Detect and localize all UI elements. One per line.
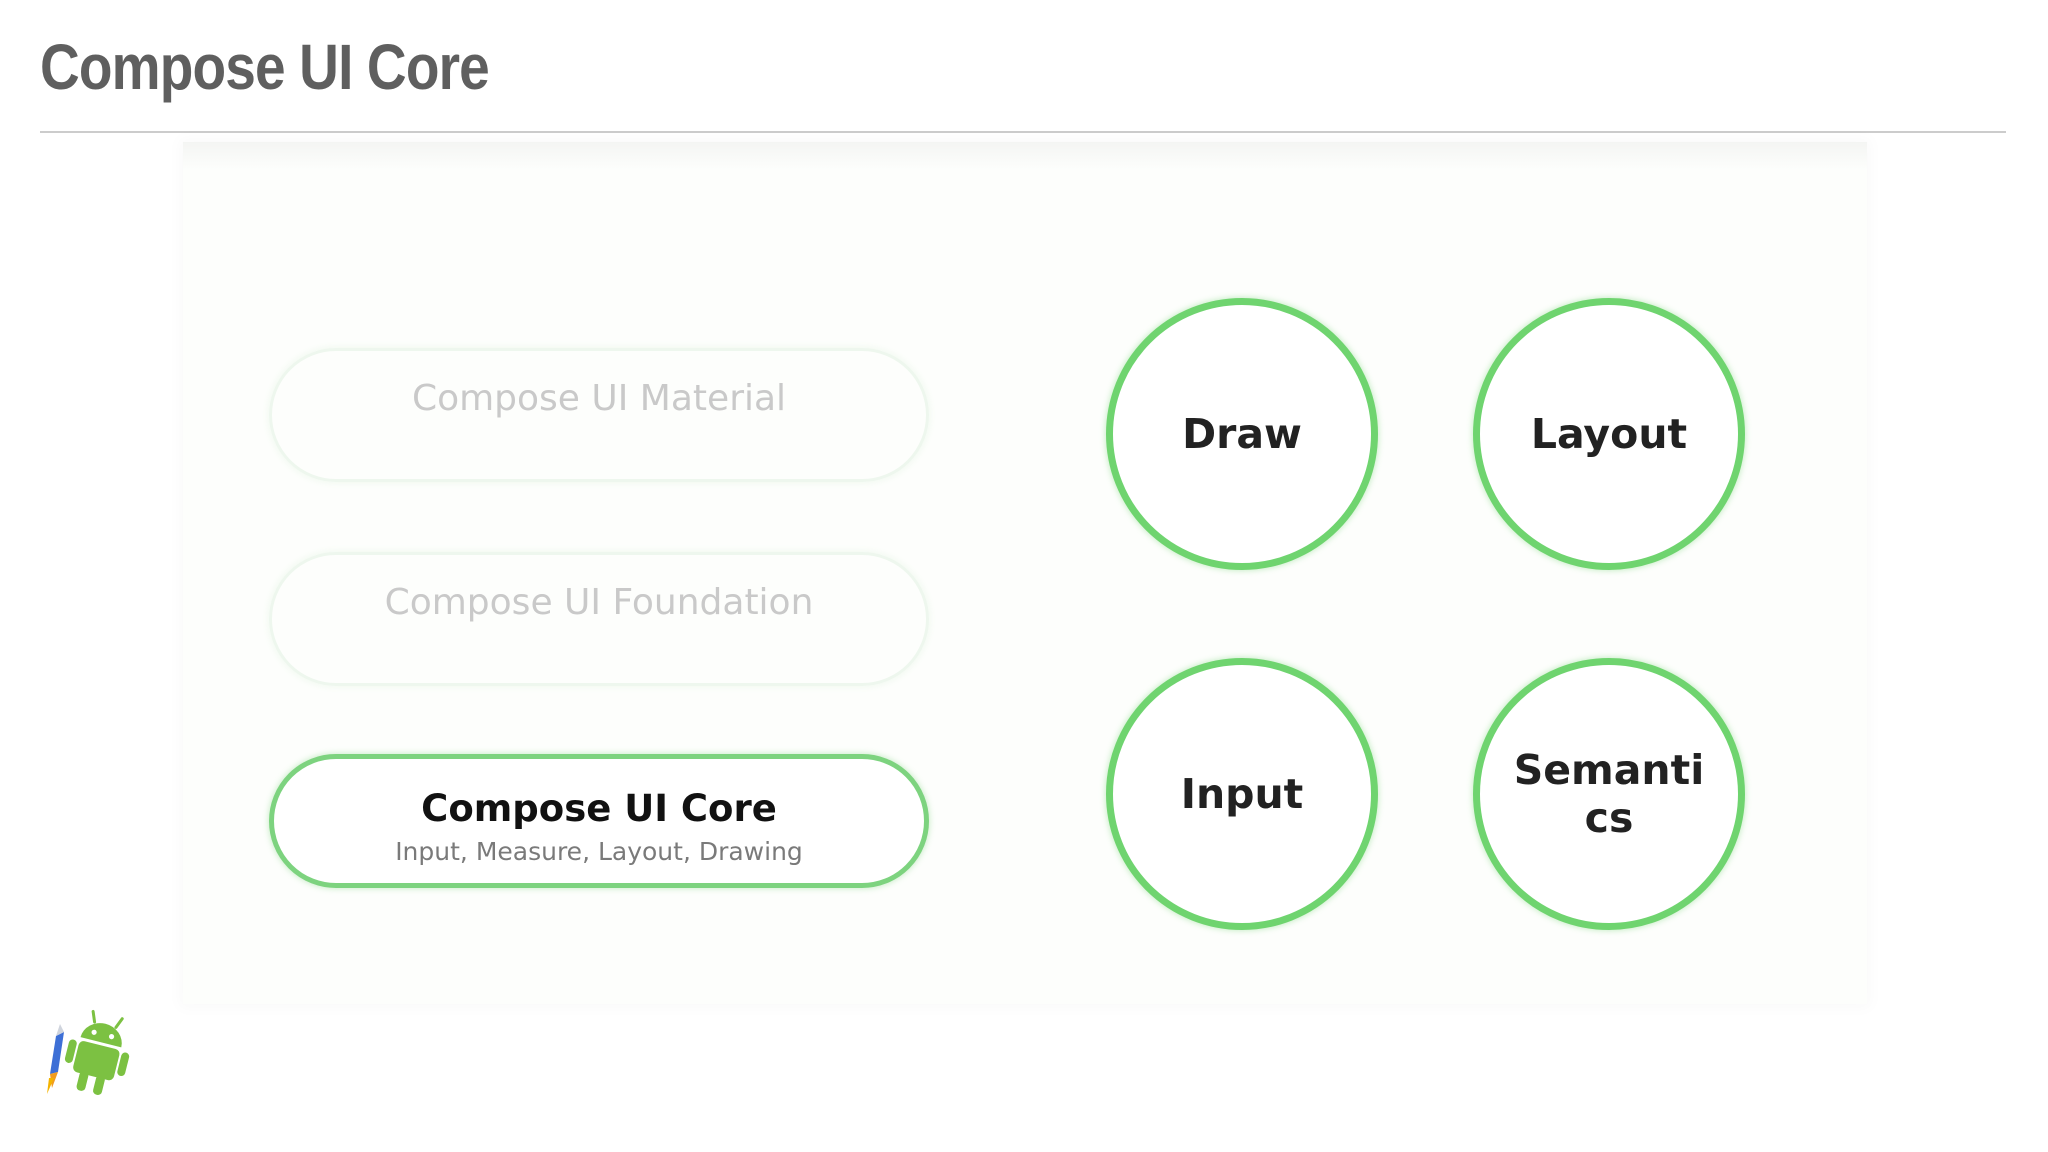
layer-compose-ui-core: Compose UI Core Input, Measure, Layout, … — [269, 754, 929, 888]
capability-label: Semantics — [1513, 746, 1705, 842]
capability-label: Input — [1180, 770, 1304, 818]
capability-input: Input — [1106, 658, 1378, 930]
title-divider — [40, 131, 2006, 133]
capability-draw: Draw — [1106, 298, 1378, 570]
slide-title: Compose UI Core — [40, 31, 490, 103]
layer-compose-ui-foundation: Compose UI Foundation — [269, 552, 929, 686]
diagram-panel: Compose UI Material Compose UI Foundatio… — [183, 142, 1867, 1004]
android-jetpack-compose-logo-icon — [47, 1009, 130, 1095]
layer-name: Compose UI Core — [421, 787, 777, 830]
layer-compose-ui-material: Compose UI Material — [269, 348, 929, 482]
layer-subtitle: Input, Measure, Layout, Drawing — [395, 837, 803, 866]
capability-semantics: Semantics — [1473, 658, 1745, 930]
capability-layout: Layout — [1473, 298, 1745, 570]
panel-top-shadow — [183, 142, 1867, 170]
layer-name: Compose UI Foundation — [384, 582, 814, 623]
pen-rocket-icon — [47, 1024, 64, 1094]
android-robot-icon — [64, 1009, 130, 1095]
capability-label: Draw — [1182, 410, 1302, 458]
layer-name: Compose UI Material — [411, 378, 787, 419]
capability-label: Layout — [1530, 410, 1688, 458]
